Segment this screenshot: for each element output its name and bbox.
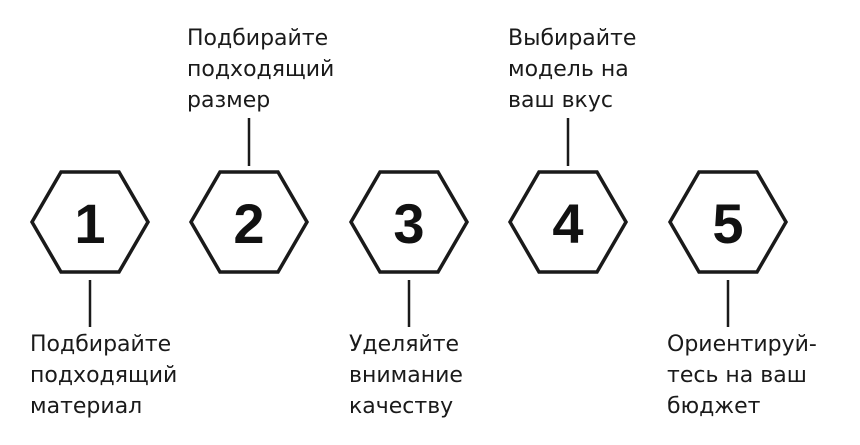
- step-number-2: 2: [233, 192, 264, 255]
- step-label-2: Подбирайте подходящий размер: [187, 23, 377, 116]
- step-label-4-line-3: ваш вкус: [508, 88, 613, 113]
- step-label-4-line-2: модель на: [508, 57, 629, 82]
- step-label-5-line-2: тесь на ваш: [667, 363, 807, 388]
- step-label-5-line-3: бюджет: [667, 394, 761, 419]
- step-label-1: Подбирайте подходящий материал: [30, 329, 220, 422]
- step-4: 4: [507, 118, 629, 274]
- hexagon-1: [29, 170, 151, 274]
- step-label-5-line-1: Ориентируй-: [667, 332, 817, 357]
- hexagon-5: [667, 170, 789, 274]
- step-number-4: 4: [552, 192, 583, 255]
- step-number-5: 5: [712, 192, 743, 255]
- step-label-1-line-2: подходящий: [30, 363, 178, 388]
- step-label-3-line-3: качеству: [349, 394, 454, 419]
- step-3: 3: [348, 170, 470, 327]
- step-label-4-line-1: Выбирайте: [508, 26, 637, 51]
- step-1: 1: [29, 170, 151, 327]
- hexagon-3: [348, 170, 470, 274]
- step-label-3: Уделяйте внимание качеству: [349, 329, 539, 422]
- step-label-1-line-1: Подбирайте: [30, 332, 172, 357]
- hexagon-2: [188, 170, 310, 274]
- step-5: 5: [667, 170, 789, 327]
- step-label-2-line-3: размер: [187, 88, 271, 113]
- step-label-4: Выбирайте модель на ваш вкус: [508, 23, 698, 116]
- step-2: 2: [188, 118, 310, 274]
- step-number-1: 1: [74, 192, 105, 255]
- step-label-5: Ориентируй- тесь на ваш бюджет: [667, 329, 857, 422]
- hexagon-4: [507, 170, 629, 274]
- step-label-1-line-3: материал: [30, 394, 143, 419]
- step-label-2-line-2: подходящий: [187, 57, 335, 82]
- step-label-3-line-2: внимание: [349, 363, 463, 388]
- step-label-3-line-1: Уделяйте: [349, 332, 460, 357]
- step-number-3: 3: [393, 192, 424, 255]
- step-label-2-line-1: Подбирайте: [187, 26, 329, 51]
